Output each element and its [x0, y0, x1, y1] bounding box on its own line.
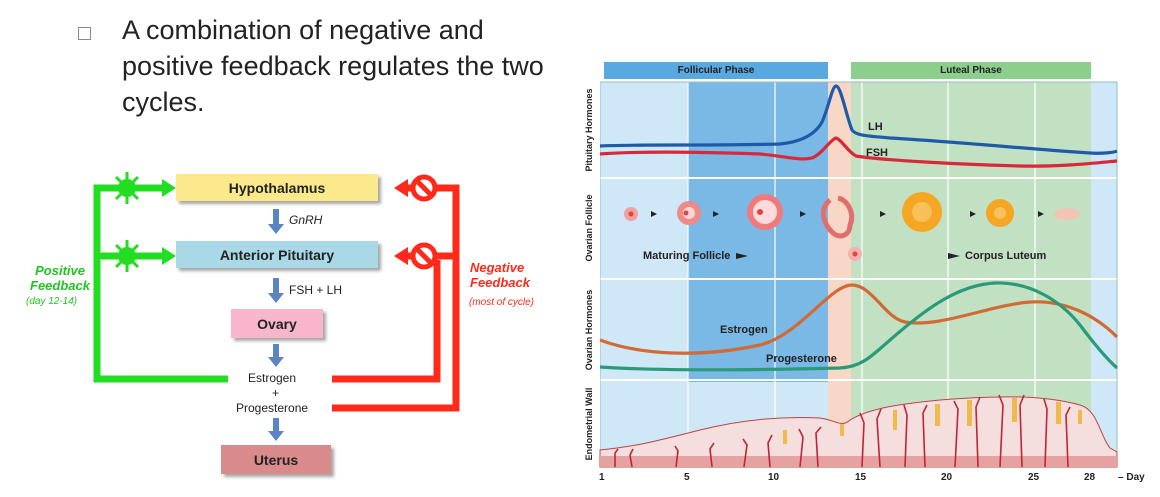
corpus-luteum-label: Corpus Luteum [965, 250, 1047, 262]
hypothalamus-box: Hypothalamus [176, 174, 378, 201]
bullet-marker [78, 27, 91, 40]
down-arrow-icon [268, 209, 284, 234]
negative-days-label: (most of cycle) [469, 297, 535, 308]
fsh-lh-label: FSH + LH [289, 283, 343, 297]
x-tick-15: 15 [855, 472, 867, 483]
estrogen-curve [599, 283, 1119, 355]
x-tick-1: 1 [599, 472, 605, 483]
follicle-step-arrow-icon [651, 211, 1044, 259]
down-arrow-icon [268, 344, 284, 367]
negative-block-icon [410, 174, 438, 202]
follicular-shade [688, 82, 828, 382]
row-label-endometrial: Endometrial Wall [584, 387, 594, 461]
positive-star-icon [111, 240, 143, 272]
negative-block-icon [410, 242, 438, 270]
negative-line1: Negative [470, 260, 525, 275]
feedback-diagram [93, 172, 460, 441]
negative-line2: Feedback [470, 275, 530, 290]
endometrium-wall [599, 396, 1118, 468]
down-arrow-icon [268, 418, 284, 441]
uterine-glands-icon [783, 398, 1082, 444]
lh-curve [599, 84, 1118, 155]
negative-arrow-pituitary [394, 247, 408, 265]
estrogen-label: Estrogen [248, 371, 297, 385]
estrogen-curve-label: Estrogen [720, 324, 768, 336]
x-tick-5: 5 [684, 472, 690, 483]
anterior-pituitary-box: Anterior Pituitary [176, 241, 378, 268]
gnrh-label: GnRH [289, 213, 323, 227]
x-tick-28: 28 [1084, 472, 1096, 483]
fsh-label: FSH [866, 147, 888, 159]
positive-line2: Feedback [30, 278, 90, 293]
positive-arrow-pituitary [162, 247, 176, 265]
positive-star-icon [111, 172, 143, 204]
luteal-phase-bar [851, 62, 1091, 79]
lh-label: LH [868, 121, 883, 133]
follicle-sequence-icon [624, 192, 1080, 261]
x-tick-25: 25 [1028, 472, 1040, 483]
x-tick-20: 20 [941, 472, 953, 483]
progesterone-label: Progesterone [236, 401, 309, 415]
positive-line1: Positive [35, 263, 85, 278]
maturing-follicle-label: Maturing Follicle [643, 250, 731, 262]
progesterone-curve-label: Progesterone [766, 353, 837, 365]
positive-arrow-hypothalamus [162, 179, 176, 197]
luteal-phase-label: Luteal Phase [940, 65, 1002, 76]
spiral-arteries-icon [614, 394, 1071, 468]
negative-feedback-label: Negative Feedback [470, 260, 530, 290]
bullet-text: A combination of negative and positive f… [122, 15, 544, 117]
row-label-pituitary: Pituitary Hormones [584, 88, 594, 172]
follicular-phase-label: Follicular Phase [677, 65, 755, 76]
follicular-phase-bar [604, 62, 828, 79]
x-unit-label: – Day [1118, 472, 1145, 483]
positive-days-label: (day 12-14) [26, 296, 78, 307]
fsh-curve [599, 136, 1118, 168]
down-arrow-icon [268, 278, 284, 303]
positive-feedback-label: Positive Feedback [30, 263, 90, 293]
uterus-box: Uterus [221, 445, 331, 474]
x-unit-text: Day [1126, 472, 1145, 483]
progesterone-curve [599, 281, 1119, 372]
ovary-box: Ovary [231, 309, 323, 338]
negative-arrow-hypothalamus [394, 179, 408, 197]
row-label-follicle: Ovarian Follicle [584, 194, 594, 262]
row-label-ovarian: Ovarian Hormones [584, 289, 594, 371]
x-tick-10: 10 [768, 472, 780, 483]
plus-label: + [272, 386, 280, 400]
